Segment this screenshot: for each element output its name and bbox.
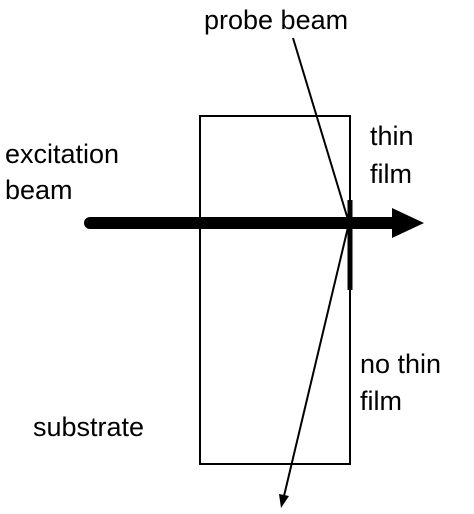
no-thin-film-label-line2: film bbox=[360, 386, 402, 416]
probe-beam-arrowhead bbox=[279, 494, 289, 508]
excitation-label-line2: beam bbox=[5, 175, 73, 205]
thin-film-label-line2: film bbox=[370, 159, 412, 189]
excitation-beam-arrowhead bbox=[392, 208, 424, 238]
excitation-label-line1: excitation bbox=[5, 139, 119, 169]
substrate-block bbox=[199, 115, 351, 465]
probe-beam-transmitted-ray bbox=[283, 222, 350, 497]
no-thin-film-label-line1: no thin bbox=[360, 349, 441, 379]
substrate-label: substrate bbox=[33, 412, 144, 442]
probe-beam-incident-ray bbox=[292, 37, 350, 224]
probe-beam-label: probe beam bbox=[204, 5, 348, 35]
thin-film-label-line1: thin bbox=[370, 121, 414, 151]
